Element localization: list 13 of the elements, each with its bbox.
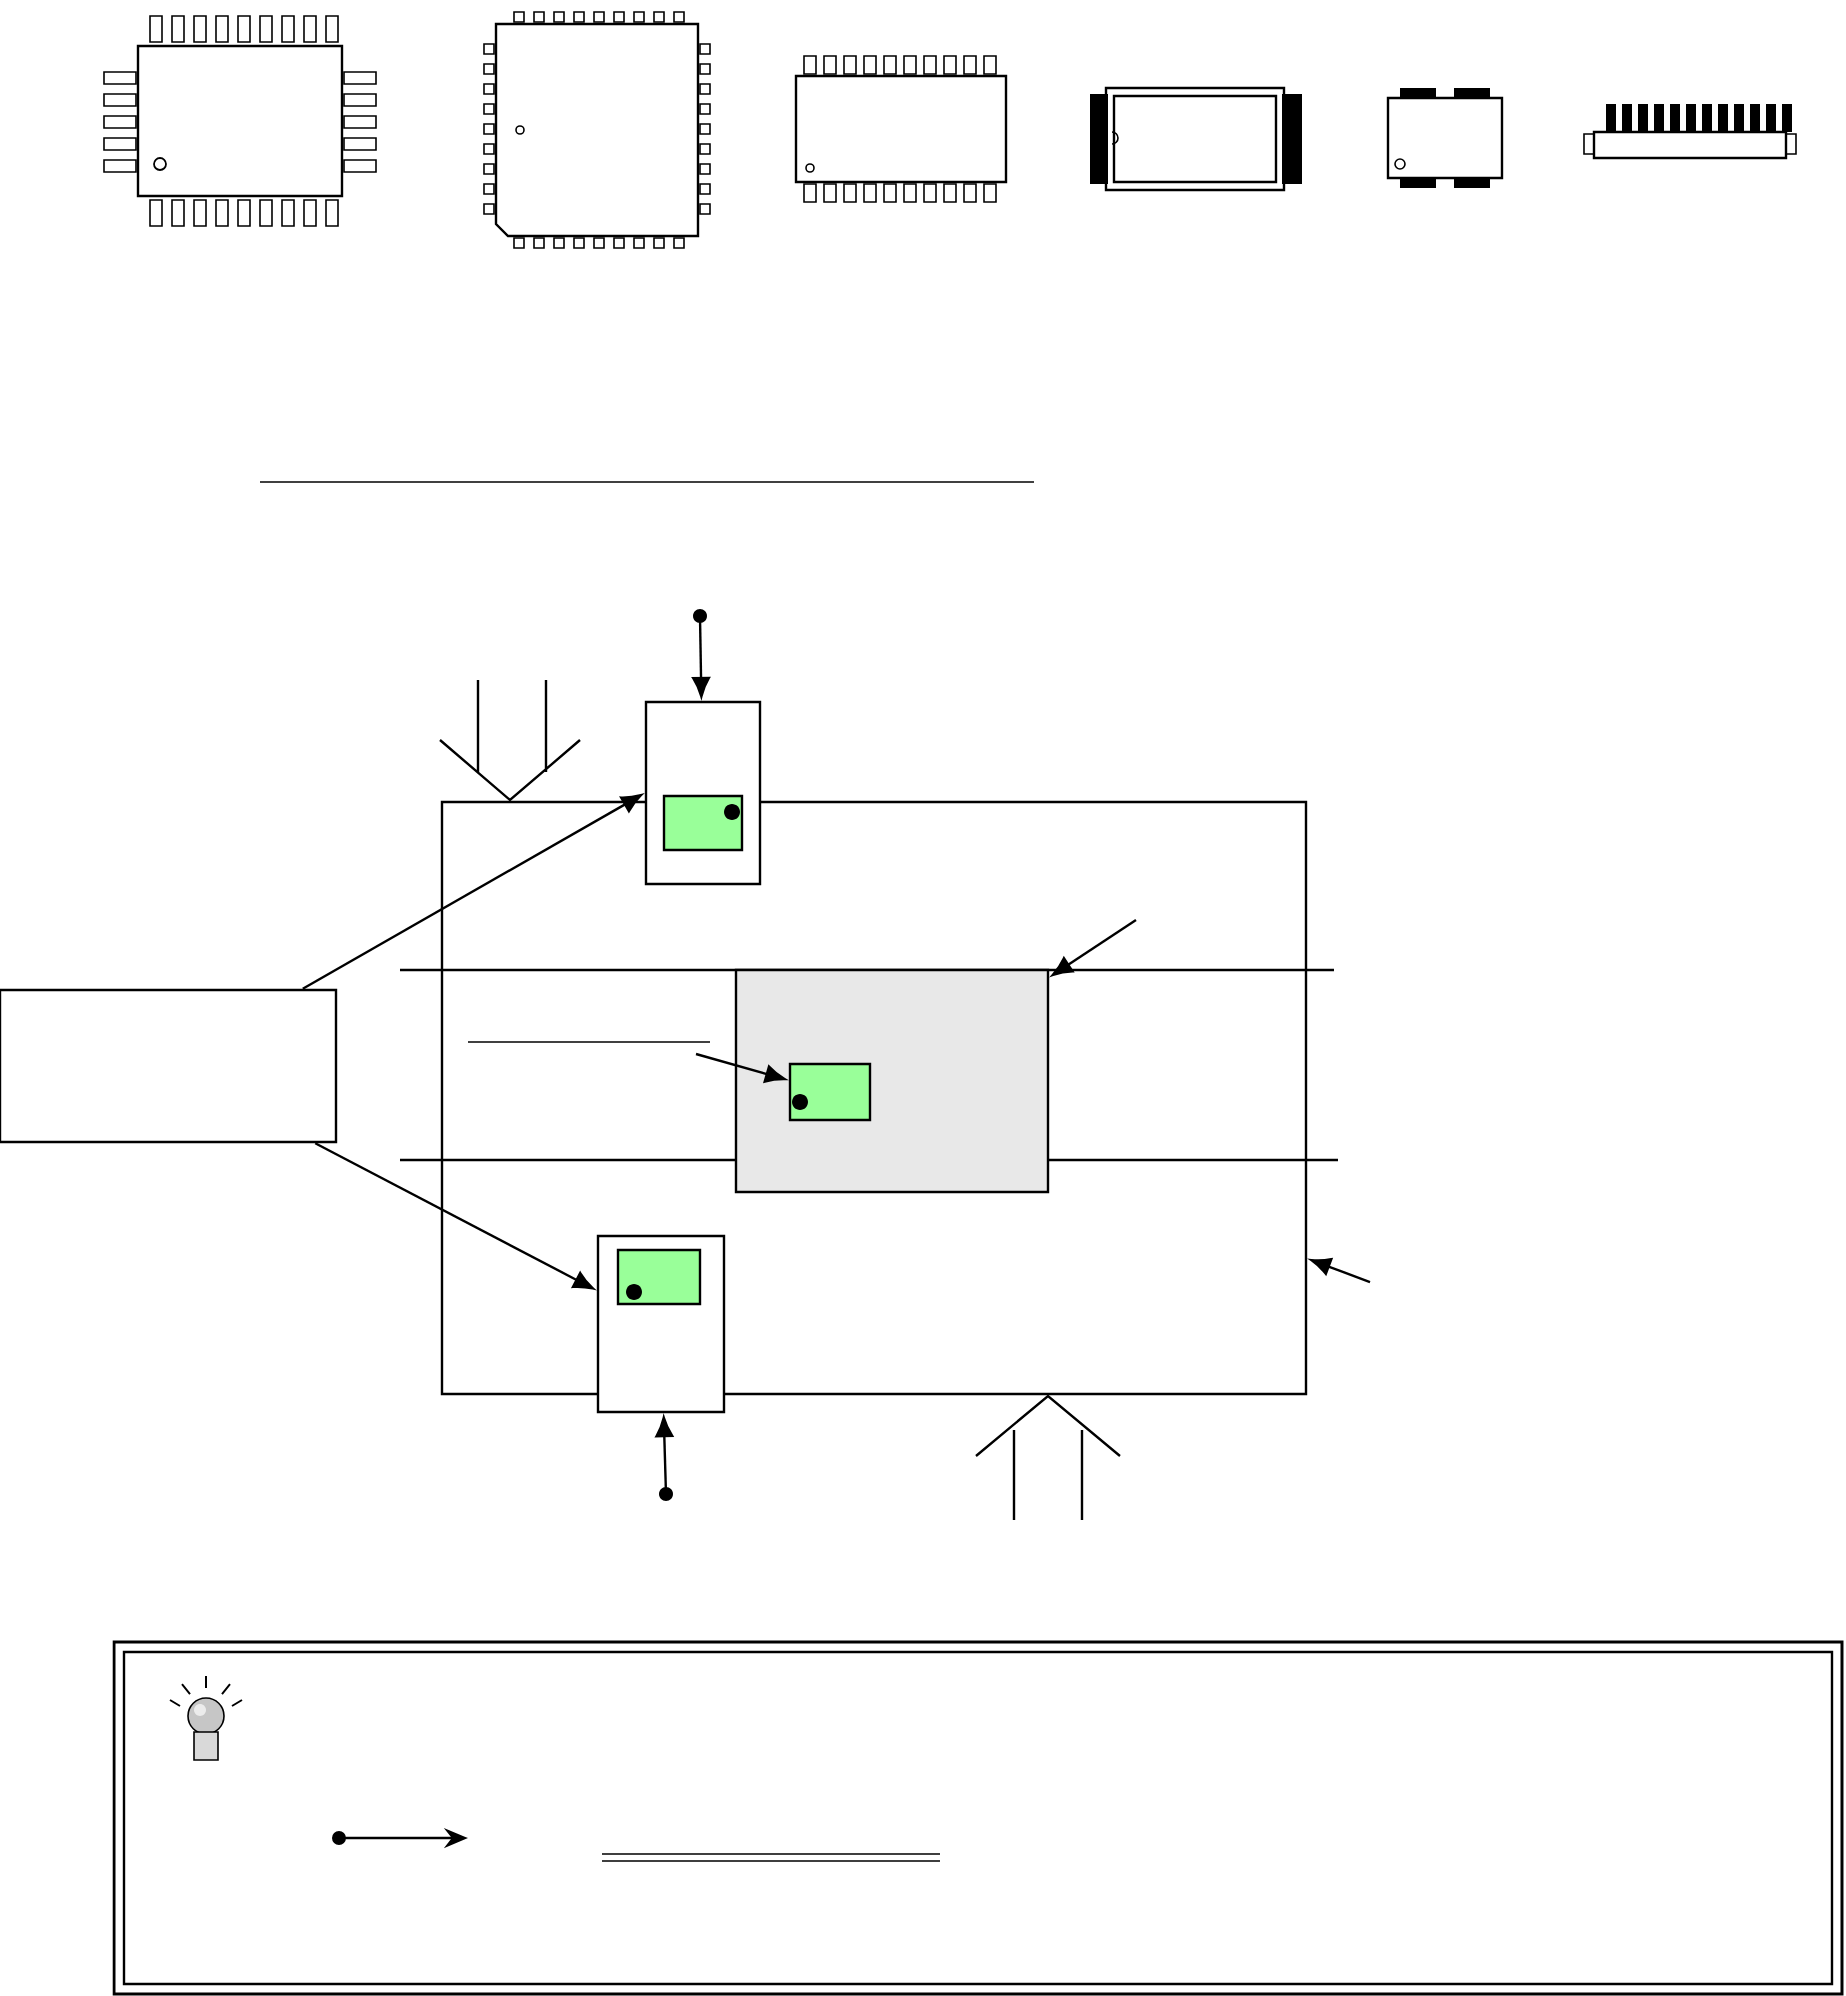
arrow: [655, 1416, 674, 1501]
callout-box: [0, 988, 338, 1144]
arrow: [695, 1052, 786, 1083]
area-box: [734, 968, 1050, 1194]
arrow: [314, 1142, 595, 1290]
arrow: [1310, 1258, 1371, 1284]
arrow: [692, 609, 711, 698]
region-box: [440, 800, 1308, 1396]
arrow: [302, 794, 643, 990]
pad-box: [788, 1062, 872, 1122]
pad-box: [616, 1248, 702, 1306]
arrow: [1051, 919, 1137, 977]
pad-box: [662, 794, 744, 852]
